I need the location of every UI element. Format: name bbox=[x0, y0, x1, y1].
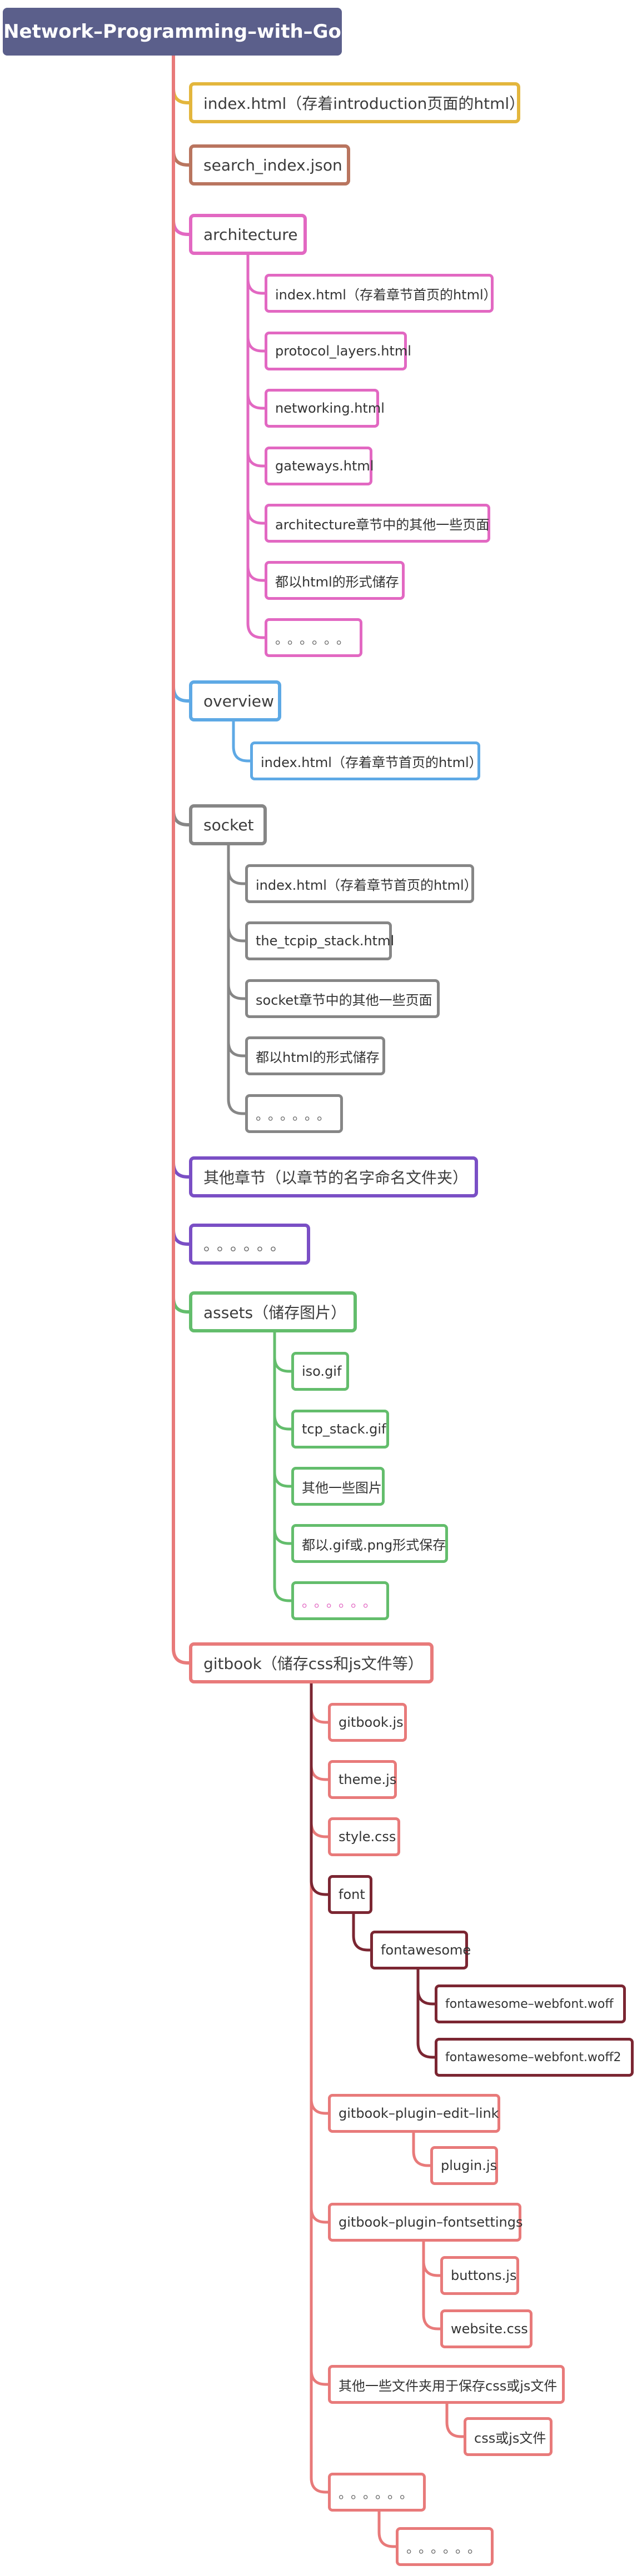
node-woff[interactable]: fontawesome–webfont.woff bbox=[435, 1984, 626, 2023]
link-socket-child-2 bbox=[227, 844, 247, 1000]
link-more-child bbox=[377, 2510, 397, 2548]
link-gitbook-child-3 bbox=[310, 1682, 330, 2115]
node-other-chapters[interactable]: 其他章节（以章节的名字命名文件夹） bbox=[189, 1156, 478, 1197]
node-plugin-js[interactable]: plugin.js bbox=[430, 2146, 498, 2185]
node-gitbook-more-child[interactable]: 。。。。。。 bbox=[396, 2527, 494, 2566]
node-socket-other[interactable]: socket章节中的其他一些页面 bbox=[245, 979, 440, 1018]
node-more-chapters[interactable]: 。。。。。。 bbox=[189, 1224, 310, 1265]
node-arch-protocol[interactable]: protocol_layers.html bbox=[265, 332, 411, 370]
link-plugin-js bbox=[412, 2131, 432, 2167]
node-assets-other[interactable]: 其他一些图片 bbox=[291, 1467, 385, 1506]
link-assets-child-1 bbox=[273, 1331, 293, 1431]
link-gitbook-child-5 bbox=[310, 1682, 330, 2386]
node-font[interactable]: font bbox=[328, 1875, 372, 1914]
node-arch-gateways[interactable]: gateways.html bbox=[265, 447, 374, 485]
node-plugin-fonts[interactable]: gitbook–plugin–fontsettings bbox=[328, 2203, 523, 2242]
node-socket-stack[interactable]: the_tcpip_stack.html bbox=[245, 921, 394, 960]
node-socket-index[interactable]: index.html（存着章节首页的html） bbox=[245, 864, 477, 903]
node-css-js[interactable]: css或js文件 bbox=[464, 2417, 553, 2456]
node-gitbook-more[interactable]: 。。。。。。 bbox=[328, 2473, 426, 2512]
link-search-index bbox=[172, 54, 191, 167]
link-assets-child-2 bbox=[273, 1331, 293, 1488]
node-socket[interactable]: socket bbox=[189, 804, 267, 845]
node-arch-html[interactable]: 都以html的形式储存 bbox=[265, 561, 405, 600]
link-overview bbox=[172, 54, 191, 703]
node-arch-more[interactable]: 。。。。。。 bbox=[265, 618, 362, 657]
link-arch-child-4 bbox=[246, 253, 266, 525]
node-theme-js[interactable]: theme.js bbox=[328, 1760, 397, 1799]
node-assets-more[interactable]: 。。。。。。 bbox=[291, 1581, 389, 1620]
node-plugin-edit[interactable]: gitbook–plugin–edit–link bbox=[328, 2094, 500, 2133]
link-font bbox=[310, 1682, 330, 1896]
link-socket bbox=[172, 54, 191, 826]
link-buttons-js bbox=[422, 2240, 442, 2277]
node-gitbook[interactable]: gitbook（储存css和js文件等） bbox=[189, 1642, 434, 1683]
node-assets[interactable]: assets（储存图片） bbox=[189, 1291, 357, 1332]
link-arch-child-0 bbox=[246, 253, 266, 295]
node-index-html[interactable]: index.html（存着introduction页面的html） bbox=[189, 82, 525, 123]
node-overview-index[interactable]: index.html（存着章节首页的html） bbox=[250, 741, 482, 780]
link-assets-child-4 bbox=[273, 1331, 293, 1602]
node-woff2[interactable]: fontawesome–webfont.woff2 bbox=[435, 2038, 634, 2077]
link-gitbook-child-6 bbox=[310, 1682, 330, 2494]
node-overview[interactable]: overview bbox=[189, 680, 281, 721]
link-arch-child-2 bbox=[246, 253, 266, 410]
node-fontawesome[interactable]: fontawesome bbox=[370, 1931, 471, 1969]
link-assets-child-0 bbox=[273, 1331, 293, 1373]
node-architecture[interactable]: architecture bbox=[189, 214, 307, 255]
node-arch-networking[interactable]: networking.html bbox=[265, 389, 385, 428]
link-gitbook-child-0 bbox=[310, 1682, 330, 1724]
link-website-css bbox=[422, 2240, 442, 2331]
link-woff bbox=[416, 1968, 436, 2006]
link-gitbook-child-1 bbox=[310, 1682, 330, 1781]
link-woff2 bbox=[416, 1968, 436, 2059]
node-assets-iso[interactable]: iso.gif bbox=[291, 1352, 349, 1391]
node-assets-tcp[interactable]: tcp_stack.gif bbox=[291, 1410, 389, 1449]
link-socket-child-0 bbox=[227, 844, 247, 885]
node-buttons-js[interactable]: buttons.js bbox=[440, 2256, 519, 2295]
node-assets-format[interactable]: 都以.gif或.png形式保存 bbox=[291, 1524, 448, 1563]
link-arch-child-5 bbox=[246, 253, 266, 582]
node-arch-other[interactable]: architecture章节中的其他一些页面 bbox=[265, 504, 490, 543]
link-arch-child-1 bbox=[246, 253, 266, 353]
node-arch-index[interactable]: index.html（存着章节首页的html） bbox=[265, 274, 497, 313]
link-socket-child-1 bbox=[227, 844, 247, 943]
link-gitbook bbox=[172, 54, 191, 1665]
link-arch-child-6 bbox=[246, 253, 266, 639]
node-website-css[interactable]: website.css bbox=[440, 2309, 533, 2348]
link-overview-child bbox=[232, 720, 252, 763]
link-other-chapters bbox=[172, 54, 191, 1179]
link-socket-child-4 bbox=[227, 844, 247, 1115]
link-gitbook-child-4 bbox=[310, 1682, 330, 2224]
node-other-folders[interactable]: 其他一些文件夹用于保存css或js文件 bbox=[328, 2365, 565, 2404]
link-assets bbox=[172, 54, 191, 1314]
node-socket-html[interactable]: 都以html的形式储存 bbox=[245, 1036, 385, 1075]
node-gitbook-js[interactable]: gitbook.js bbox=[328, 1703, 407, 1742]
link-fontawesome bbox=[352, 1912, 372, 1952]
node-style-css[interactable]: style.css bbox=[328, 1817, 400, 1856]
link-architecture bbox=[172, 54, 191, 236]
node-socket-more[interactable]: 。。。。。。 bbox=[245, 1094, 343, 1133]
link-gitbook-child-2 bbox=[310, 1682, 330, 1838]
node-search-index[interactable]: search_index.json bbox=[189, 144, 350, 186]
root-node[interactable]: Network–Programming–with–Go bbox=[3, 8, 342, 56]
link-css-js bbox=[445, 2402, 465, 2438]
link-index-html bbox=[172, 54, 191, 104]
